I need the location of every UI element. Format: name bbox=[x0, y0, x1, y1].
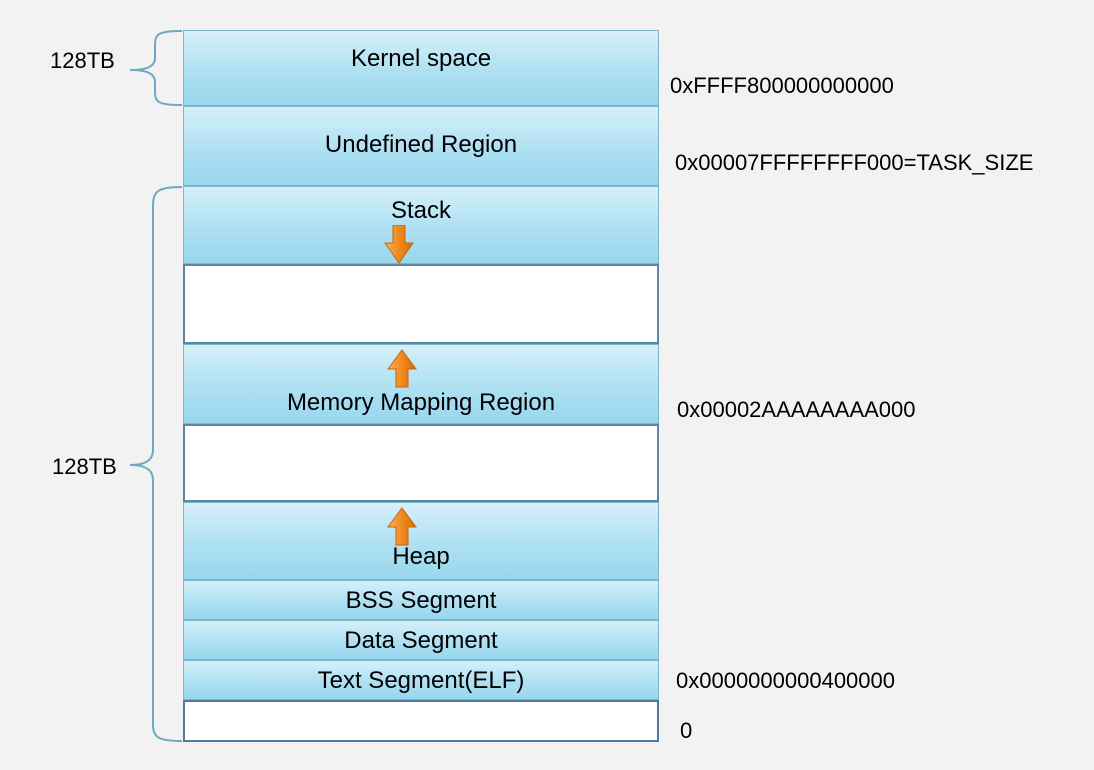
kernel-size-bracket bbox=[129, 30, 183, 106]
heap-label: Heap bbox=[392, 543, 450, 570]
memory-mapping-region-label: Memory Mapping Region bbox=[286, 389, 556, 416]
data-segment-label: Data Segment bbox=[344, 627, 498, 654]
stack-label: Stack bbox=[390, 197, 452, 224]
bss-segment-label: BSS Segment bbox=[345, 587, 497, 614]
arrow-up-icon bbox=[387, 349, 417, 388]
zero-address: 0 bbox=[680, 718, 693, 743]
text-start-address: 0x0000000000400000 bbox=[676, 668, 896, 693]
undefined-region-block: Undefined Region bbox=[183, 106, 659, 186]
arrow-down-icon bbox=[384, 225, 414, 264]
text-segment-block: Text Segment(ELF) bbox=[183, 660, 659, 700]
mmap-base-address: 0x00002AAAAAAAA000 bbox=[677, 397, 916, 422]
unmapped-gap-upper bbox=[183, 264, 659, 344]
bss-segment-block: BSS Segment bbox=[183, 580, 659, 620]
undefined-region-label: Undefined Region bbox=[324, 131, 518, 158]
kernel-size-label: 128TB bbox=[50, 48, 115, 73]
data-segment-block: Data Segment bbox=[183, 620, 659, 660]
user-size-bracket bbox=[129, 186, 183, 742]
kernel-space-label: Kernel space bbox=[350, 45, 492, 72]
kernel-space-block: Kernel space bbox=[183, 30, 659, 106]
text-segment-label: Text Segment(ELF) bbox=[317, 667, 525, 694]
reserved-low-block bbox=[183, 700, 659, 742]
user-size-label: 128TB bbox=[52, 454, 117, 479]
unmapped-gap-lower bbox=[183, 424, 659, 502]
memory-mapping-region-block: Memory Mapping Region bbox=[183, 344, 659, 424]
heap-block: Heap bbox=[183, 502, 659, 580]
kernel-start-address: 0xFFFF800000000000 bbox=[670, 73, 894, 98]
arrow-up-icon bbox=[387, 507, 417, 546]
task-size-address: 0x00007FFFFFFFF000=TASK_SIZE bbox=[675, 150, 1034, 175]
stack-block: Stack bbox=[183, 186, 659, 264]
